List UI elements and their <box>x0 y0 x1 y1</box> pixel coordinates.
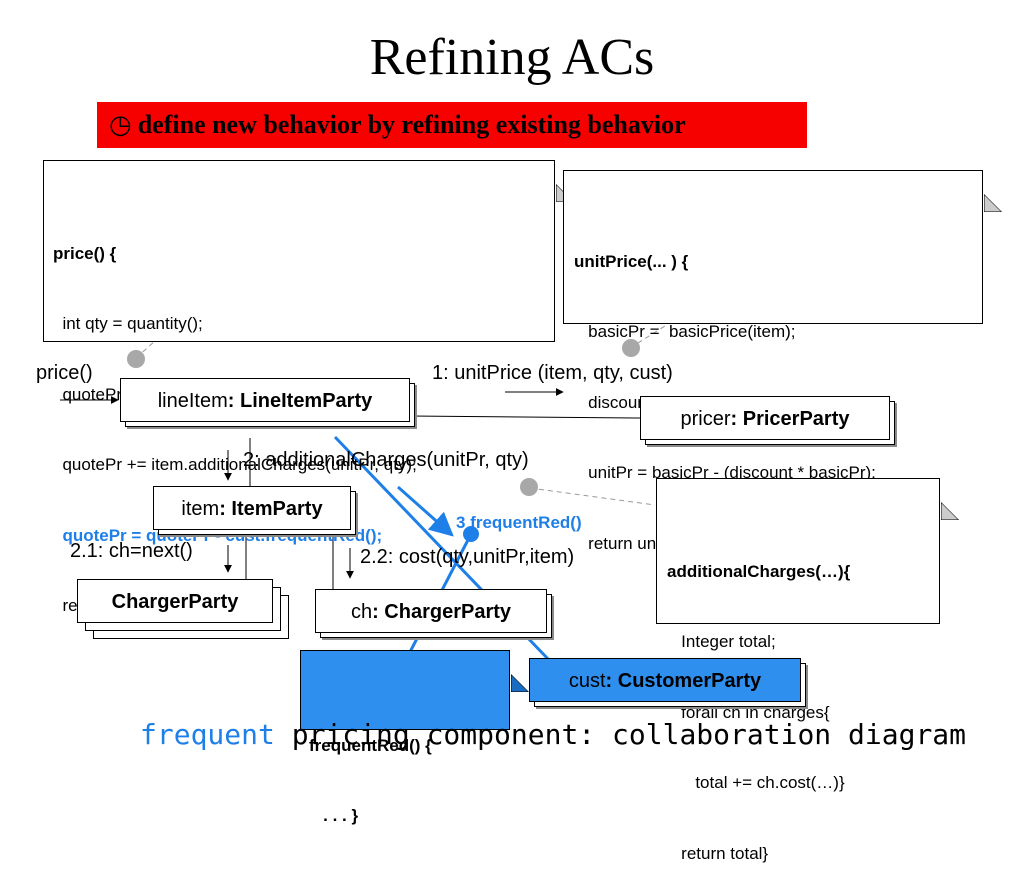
banner: ◷define new behavior by refining existin… <box>97 102 807 148</box>
object-type: : ItemParty <box>219 498 323 520</box>
unitprice-note: unitPrice(... ) { basicPr = basicPrice(i… <box>563 170 1004 553</box>
note-fold-icon <box>537 160 576 202</box>
anchor-line-price <box>135 331 166 359</box>
note-line: Integer total; <box>667 632 776 651</box>
note-line: unitPrice(... ) { <box>574 251 689 271</box>
slide-title: Refining ACs <box>369 29 655 86</box>
pricer-object: pricer: PricerParty <box>640 396 890 440</box>
object-name: lineItem <box>157 390 228 412</box>
lineitem-object: lineItem: LineItemParty <box>120 378 410 422</box>
ch-object: ch: ChargerParty <box>315 589 547 633</box>
object-type: : LineItemParty <box>227 390 373 412</box>
note-line: total += ch.cost(…)} <box>667 773 845 792</box>
caption: frequent pricing component: collaboratio… <box>140 718 966 751</box>
anchor-line-unitprice <box>629 325 666 349</box>
note-line-highlight: quotePr = quotePr - cust.frequentRed(); <box>53 525 383 545</box>
caption-rest: pricing component: collaboration diagram <box>291 718 967 751</box>
note-line: . . . } <box>309 806 359 825</box>
message-unitprice: 1: unitPrice (item, qty, cust) <box>432 362 673 384</box>
note-line: forall ch in charges{ <box>667 702 830 722</box>
object-name: ch <box>350 601 373 623</box>
price-note: price() { int qty = quantity(); quotePr … <box>43 160 576 615</box>
note-fold-icon <box>922 478 961 520</box>
caption-frequent: frequent <box>140 718 275 751</box>
clock-icon: ◷ <box>109 110 132 139</box>
cust-object: cust: CustomerParty <box>529 658 801 702</box>
blue-dot <box>463 526 479 542</box>
link-lineitem-pricer <box>409 415 641 419</box>
object-name: cust <box>568 670 606 692</box>
note-fold-icon <box>965 170 1004 212</box>
message-next: 2.1: ch=next() <box>70 540 193 562</box>
object-type: : PricerParty <box>730 408 850 430</box>
note-line: price() { <box>53 243 117 263</box>
blue-arrow-frequent <box>397 485 454 537</box>
item-object: item: ItemParty <box>153 486 351 530</box>
anchor-line-additional <box>529 487 656 506</box>
note-line: additionalCharges(…){ <box>667 561 851 581</box>
note-line: quotePr += item.additionalCharges(unitPr… <box>53 455 417 474</box>
note-line: int qty = quantity(); <box>53 314 203 333</box>
message-price: price() <box>36 362 93 384</box>
anchor-dot-unitprice <box>622 339 640 357</box>
banner-text: define new behavior by refining existing… <box>137 110 686 139</box>
object-type: ChargerParty <box>111 591 239 613</box>
message-additional: 2: additionalCharges(unitPr, qty) <box>243 449 529 471</box>
object-name: pricer <box>680 408 731 430</box>
object-type: : ChargerParty <box>372 601 512 623</box>
additional-charges-note: additionalCharges(…){ Integer total; for… <box>656 478 961 863</box>
note-line: return total} <box>667 843 769 863</box>
note-line: basicPr = basicPrice(item); <box>574 322 796 341</box>
message-cost: 2.2: cost(qty,unitPr,item) <box>360 546 575 568</box>
anchor-dot-additional <box>520 478 538 496</box>
note-line: frequentRed() { <box>309 735 432 755</box>
note-line: unitPr = basicPr - (discount * basicPr); <box>574 463 876 482</box>
frequentred-note: frequentRed() { . . . } <box>300 650 531 825</box>
object-type: : CustomerParty <box>605 670 762 692</box>
charger-object: ChargerParty <box>77 579 273 623</box>
object-name: item <box>181 498 220 520</box>
note-fold-icon <box>492 650 531 692</box>
message-frequent: 3 frequentRed() <box>456 513 582 532</box>
anchor-dot-price <box>127 350 145 368</box>
